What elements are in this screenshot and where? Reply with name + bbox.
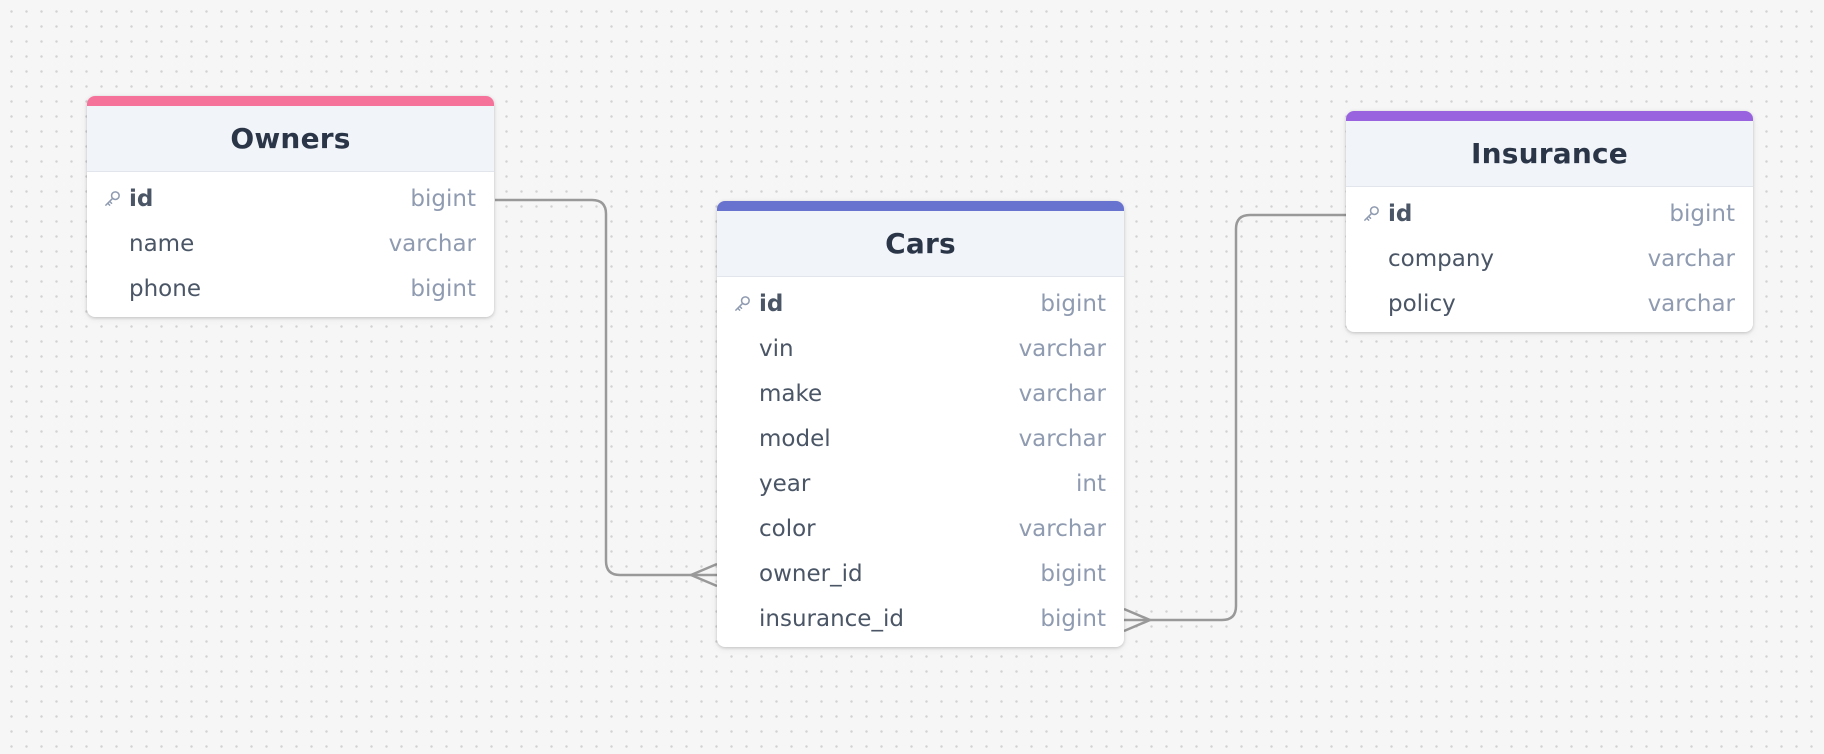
table-owners-accent [87, 96, 494, 106]
column-name: model [759, 425, 831, 452]
relationship-owners-cars[interactable] [495, 198, 717, 577]
column-type: varchar [1018, 425, 1106, 452]
column-type: varchar [388, 230, 476, 257]
column-type: bigint [1040, 290, 1106, 317]
column-name: company [1388, 245, 1495, 272]
column-row-cars-model[interactable]: model varchar [717, 416, 1124, 461]
column-row-cars-make[interactable]: make varchar [717, 371, 1124, 416]
column-row-insurance-company[interactable]: company varchar [1346, 236, 1753, 281]
column-row-cars-owner-id[interactable]: owner_id bigint [717, 551, 1124, 596]
column-name: color [759, 515, 816, 542]
column-row-owners-name[interactable]: name varchar [87, 221, 494, 266]
column-row-cars-insurance-id[interactable]: insurance_id bigint [717, 596, 1124, 641]
table-cars[interactable]: Cars id bigint vin varchar make varchar model v… [717, 201, 1124, 647]
key-slot [1362, 294, 1388, 314]
key-slot [103, 279, 129, 299]
column-name: id [759, 290, 784, 317]
column-name: year [759, 470, 811, 497]
table-owners[interactable]: Owners id bigint name varchar phone bigint [87, 96, 494, 317]
column-row-owners-id[interactable]: id bigint [87, 176, 494, 221]
table-owners-title: Owners [230, 122, 351, 155]
key-slot [733, 294, 759, 314]
table-insurance-header[interactable]: Insurance [1346, 121, 1753, 187]
column-type: int [1076, 470, 1106, 497]
column-name: owner_id [759, 560, 863, 587]
table-insurance[interactable]: Insurance id bigint company varchar policy va… [1346, 111, 1753, 332]
column-type: bigint [1040, 560, 1106, 587]
key-slot [103, 234, 129, 254]
crow-foot-cars-insurance-id [1123, 607, 1151, 633]
column-row-owners-phone[interactable]: phone bigint [87, 266, 494, 311]
column-name: policy [1388, 290, 1456, 317]
column-type: varchar [1018, 335, 1106, 362]
key-icon [733, 294, 752, 313]
column-row-cars-vin[interactable]: vin varchar [717, 326, 1124, 371]
key-slot [733, 384, 759, 404]
relationship-insurance-cars[interactable] [1124, 213, 1346, 622]
key-slot [733, 474, 759, 494]
column-type: bigint [410, 275, 476, 302]
table-insurance-accent [1346, 111, 1753, 121]
column-type: bigint [1669, 200, 1735, 227]
key-slot [733, 339, 759, 359]
column-name: vin [759, 335, 794, 362]
key-slot [1362, 204, 1388, 224]
key-slot [733, 564, 759, 584]
column-type: varchar [1018, 380, 1106, 407]
key-slot [103, 189, 129, 209]
table-owners-columns: id bigint name varchar phone bigint [87, 172, 494, 317]
key-icon [103, 189, 122, 208]
crow-foot-cars-owner-id [690, 562, 718, 588]
column-row-insurance-id[interactable]: id bigint [1346, 191, 1753, 236]
column-row-insurance-policy[interactable]: policy varchar [1346, 281, 1753, 326]
key-slot [1362, 249, 1388, 269]
table-insurance-title: Insurance [1471, 137, 1628, 170]
column-type: varchar [1018, 515, 1106, 542]
column-name: make [759, 380, 823, 407]
table-cars-header[interactable]: Cars [717, 211, 1124, 277]
key-slot [733, 609, 759, 629]
column-type: varchar [1647, 290, 1735, 317]
column-row-cars-id[interactable]: id bigint [717, 281, 1124, 326]
table-insurance-columns: id bigint company varchar policy varchar [1346, 187, 1753, 332]
column-type: bigint [1040, 605, 1106, 632]
table-cars-accent [717, 201, 1124, 211]
table-cars-title: Cars [885, 227, 956, 260]
column-name: phone [129, 275, 201, 302]
table-cars-columns: id bigint vin varchar make varchar model varcha… [717, 277, 1124, 647]
column-name: insurance_id [759, 605, 904, 632]
column-name: name [129, 230, 195, 257]
column-row-cars-color[interactable]: color varchar [717, 506, 1124, 551]
column-name: id [1388, 200, 1413, 227]
column-type: varchar [1647, 245, 1735, 272]
column-type: bigint [410, 185, 476, 212]
column-name: id [129, 185, 154, 212]
key-slot [733, 519, 759, 539]
key-slot [733, 429, 759, 449]
table-owners-header[interactable]: Owners [87, 106, 494, 172]
column-row-cars-year[interactable]: year int [717, 461, 1124, 506]
key-icon [1362, 204, 1381, 223]
